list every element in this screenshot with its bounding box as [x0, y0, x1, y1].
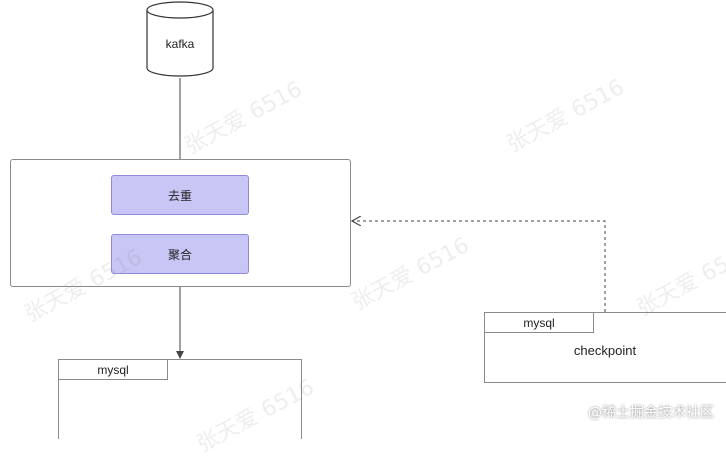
checkpoint-feedback-arrow [352, 221, 606, 312]
checkpoint-label: checkpoint [573, 343, 637, 358]
site-credit: @稀土掘金技术社区 [588, 405, 714, 421]
kafka-cylinder [146, 1, 214, 77]
mysql-checkpoint-tab: mysql [484, 312, 594, 333]
dedup-node: 去重 [111, 175, 249, 215]
aggregate-node: 聚合 [111, 234, 249, 274]
mysql-checkpoint-box [484, 312, 726, 383]
mysql-sink-tab: mysql [58, 359, 168, 380]
kafka-label: kafka [165, 37, 195, 51]
diagram-canvas [146, 1, 606, 359]
